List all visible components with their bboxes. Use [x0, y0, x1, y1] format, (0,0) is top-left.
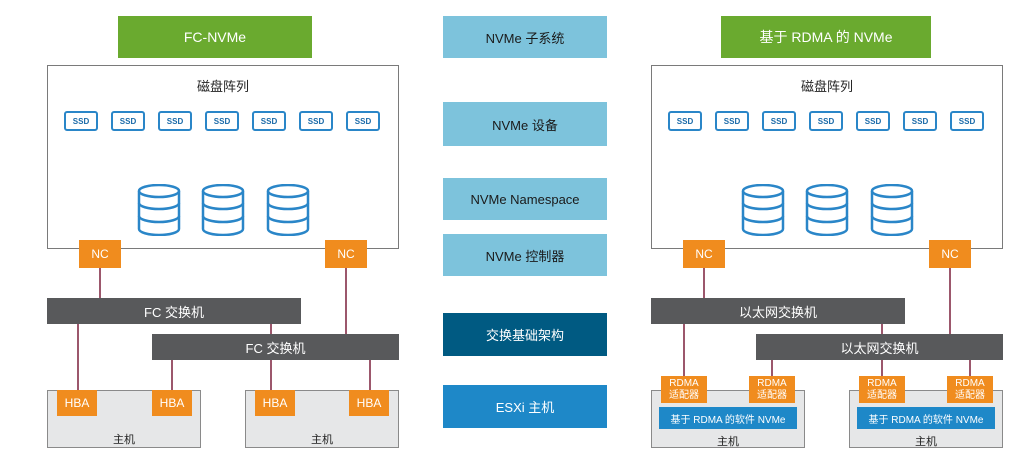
- left-array-title: 磁盘阵列: [196, 79, 249, 94]
- legend-subsystem: NVMe 子系统: [443, 16, 607, 58]
- left-ssd-label: SSD: [72, 116, 90, 126]
- right-namespace-icon-3: [870, 184, 914, 236]
- right-software-nvme-1: 基于 RDMA 的软件 NVMe: [659, 407, 797, 429]
- left-ssd-label: SSD: [213, 116, 231, 126]
- right-ssd-label: SSD: [911, 116, 929, 126]
- left-ssd-1: SSD: [64, 111, 98, 131]
- left-hba-2: HBA: [152, 390, 192, 416]
- right-ssd-5: SSD: [856, 111, 890, 131]
- right-namespace-icon-1: [741, 184, 785, 236]
- left-ssd-label: SSD: [354, 116, 372, 126]
- left-ssd-label: SSD: [166, 116, 184, 126]
- right-host-1-label: 主机: [717, 436, 739, 448]
- rdma-nvme-title: 基于 RDMA 的 NVMe: [721, 16, 931, 58]
- legend-controller: NVMe 控制器: [443, 234, 607, 276]
- right-ssd-label: SSD: [817, 116, 835, 126]
- fc-nvme-title: FC-NVMe: [118, 16, 312, 58]
- left-host-2-label: 主机: [311, 434, 333, 446]
- left-ssd-5: SSD: [252, 111, 286, 131]
- left-ssd-4: SSD: [205, 111, 239, 131]
- legend-namespace: NVMe Namespace: [443, 178, 607, 220]
- left-ssd-2: SSD: [111, 111, 145, 131]
- right-ssd-1: SSD: [668, 111, 702, 131]
- right-ssd-6: SSD: [903, 111, 937, 131]
- left-ssd-label: SSD: [260, 116, 278, 126]
- left-host-1-label: 主机: [113, 434, 135, 446]
- right-ssd-label: SSD: [676, 116, 694, 126]
- left-namespace-icon-2: [201, 184, 245, 236]
- legend-device: NVMe 设备: [443, 102, 607, 146]
- left-namespace-icon-3: [266, 184, 310, 236]
- right-ssd-label: SSD: [864, 116, 882, 126]
- right-disk-array: 磁盘阵列: [651, 65, 1003, 249]
- right-eth-switch-1: 以太网交换机: [651, 298, 905, 324]
- left-nc-2: NC: [325, 240, 367, 268]
- right-nc-1: NC: [683, 240, 725, 268]
- left-ssd-6: SSD: [299, 111, 333, 131]
- legend-fabric: 交换基础架构: [443, 313, 607, 356]
- right-ssd-label: SSD: [770, 116, 788, 126]
- right-namespace-icon-2: [805, 184, 849, 236]
- right-ssd-4: SSD: [809, 111, 843, 131]
- right-array-title: 磁盘阵列: [800, 79, 853, 94]
- right-ssd-2: SSD: [715, 111, 749, 131]
- left-hba-4: HBA: [349, 390, 389, 416]
- left-hba-1: HBA: [57, 390, 97, 416]
- left-ssd-label: SSD: [307, 116, 325, 126]
- right-host-2-label: 主机: [915, 436, 937, 448]
- left-fc-switch-1: FC 交换机: [47, 298, 301, 324]
- left-disk-array: 磁盘阵列: [47, 65, 399, 249]
- left-namespace-icon-1: [137, 184, 181, 236]
- legend-host: ESXi 主机: [443, 385, 607, 428]
- left-hba-3: HBA: [255, 390, 295, 416]
- right-nc-2: NC: [929, 240, 971, 268]
- right-eth-switch-2: 以太网交换机: [756, 334, 1003, 360]
- left-fc-switch-2: FC 交换机: [152, 334, 399, 360]
- right-software-nvme-2: 基于 RDMA 的软件 NVMe: [857, 407, 995, 429]
- left-ssd-3: SSD: [158, 111, 192, 131]
- right-ssd-label: SSD: [958, 116, 976, 126]
- right-ssd-label: SSD: [723, 116, 741, 126]
- right-ssd-3: SSD: [762, 111, 796, 131]
- left-ssd-label: SSD: [119, 116, 137, 126]
- left-nc-1: NC: [79, 240, 121, 268]
- left-ssd-7: SSD: [346, 111, 380, 131]
- right-ssd-7: SSD: [950, 111, 984, 131]
